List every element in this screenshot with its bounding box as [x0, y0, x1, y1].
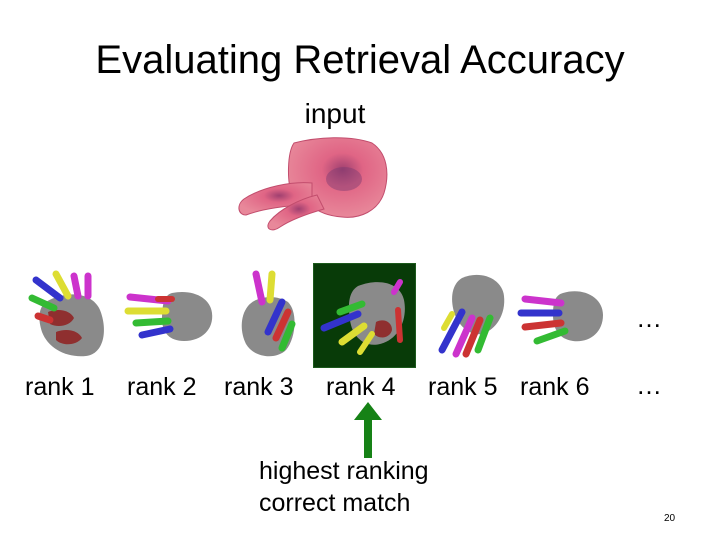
- more-results-ellipsis: …: [636, 303, 662, 333]
- page-number: 20: [664, 513, 676, 524]
- rank-1-hand-image: [28, 270, 104, 357]
- caption-line-2: correct match: [259, 489, 411, 517]
- rank-label-4: rank 4: [326, 373, 396, 401]
- rank-label-5: rank 5: [428, 373, 498, 401]
- rank-label-2: rank 2: [127, 373, 197, 401]
- rank-label-6: rank 6: [520, 373, 590, 401]
- slide-title: Evaluating Retrieval Accuracy: [95, 38, 625, 82]
- rank-6-hand-image: [517, 291, 603, 345]
- input-hand-image: [238, 137, 388, 231]
- rank-label-3: rank 3: [224, 373, 294, 401]
- arrow-up-icon: [354, 402, 382, 458]
- caption-line-1: highest ranking: [259, 457, 429, 485]
- rank-2-hand-image: [124, 291, 213, 341]
- rank-label-1: rank 1: [25, 373, 95, 401]
- more-ranks-ellipsis: …: [636, 370, 662, 400]
- rank-4-hand-image: [320, 279, 405, 355]
- correct-match-caption: highest ranking correct match: [259, 455, 429, 519]
- rank-5-hand-image: [438, 274, 505, 358]
- rank-3-hand-image: [241, 270, 296, 357]
- input-label: input: [304, 98, 366, 129]
